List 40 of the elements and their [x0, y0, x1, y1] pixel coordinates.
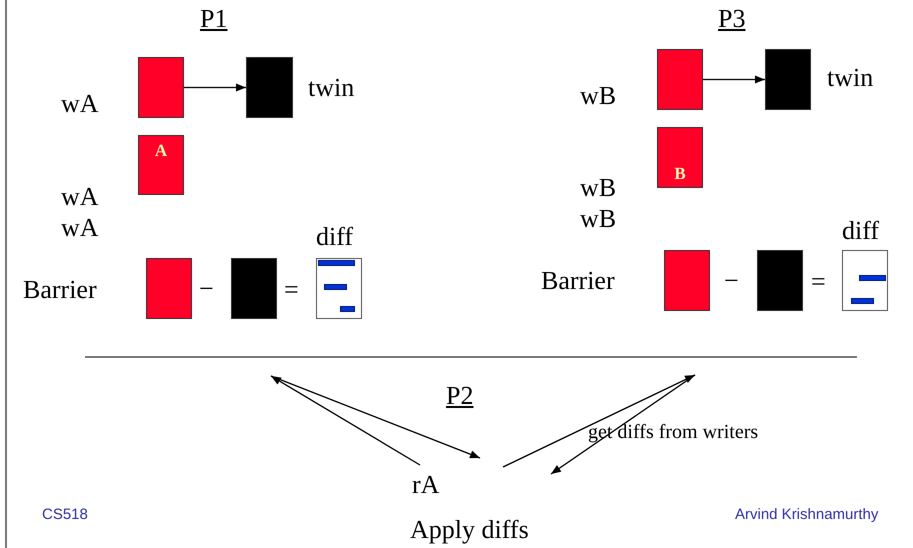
- processor-heading: P1: [200, 6, 228, 32]
- twin-page: [765, 49, 811, 110]
- page-box: [138, 135, 184, 195]
- twin-page: [231, 258, 277, 319]
- action-label: Apply diffs: [410, 517, 529, 543]
- page-box: [146, 258, 192, 319]
- diff-document: [842, 250, 888, 311]
- processor-heading: P3: [718, 6, 746, 32]
- page-caption: diff: [316, 224, 354, 250]
- barrier-label: Barrier: [541, 268, 615, 294]
- write-label: wA: [61, 184, 99, 210]
- write-label: wB: [580, 206, 616, 232]
- page-box: [657, 127, 703, 188]
- read-label: rA: [412, 472, 440, 498]
- barrier-label: Barrier: [23, 277, 97, 303]
- minus-sign: −: [724, 268, 739, 294]
- note-text: get diffs from writers: [588, 422, 758, 442]
- page-box: [664, 250, 710, 311]
- equals-sign: =: [811, 269, 826, 295]
- twin-page: [246, 57, 293, 118]
- page-letter: A: [154, 142, 168, 159]
- footer-text: Arvind Krishnamurthy: [735, 507, 878, 522]
- write-label: wB: [580, 83, 616, 109]
- diff-document: [316, 258, 362, 319]
- write-label: wA: [61, 215, 99, 241]
- minus-sign: −: [199, 276, 214, 302]
- arrow: [703, 76, 765, 84]
- page-box: [657, 49, 703, 110]
- processor-heading: P2: [446, 383, 474, 409]
- write-label: wB: [580, 175, 616, 201]
- page-box: [138, 57, 184, 118]
- page-caption: twin: [827, 65, 874, 91]
- write-label: wA: [61, 91, 99, 117]
- equals-sign: =: [284, 277, 299, 303]
- arrow: [184, 84, 246, 92]
- footer-text: CS518: [42, 507, 88, 522]
- page-letter: B: [673, 165, 687, 182]
- page-caption: twin: [308, 75, 354, 101]
- page-caption: diff: [842, 218, 880, 244]
- twin-page: [757, 250, 803, 311]
